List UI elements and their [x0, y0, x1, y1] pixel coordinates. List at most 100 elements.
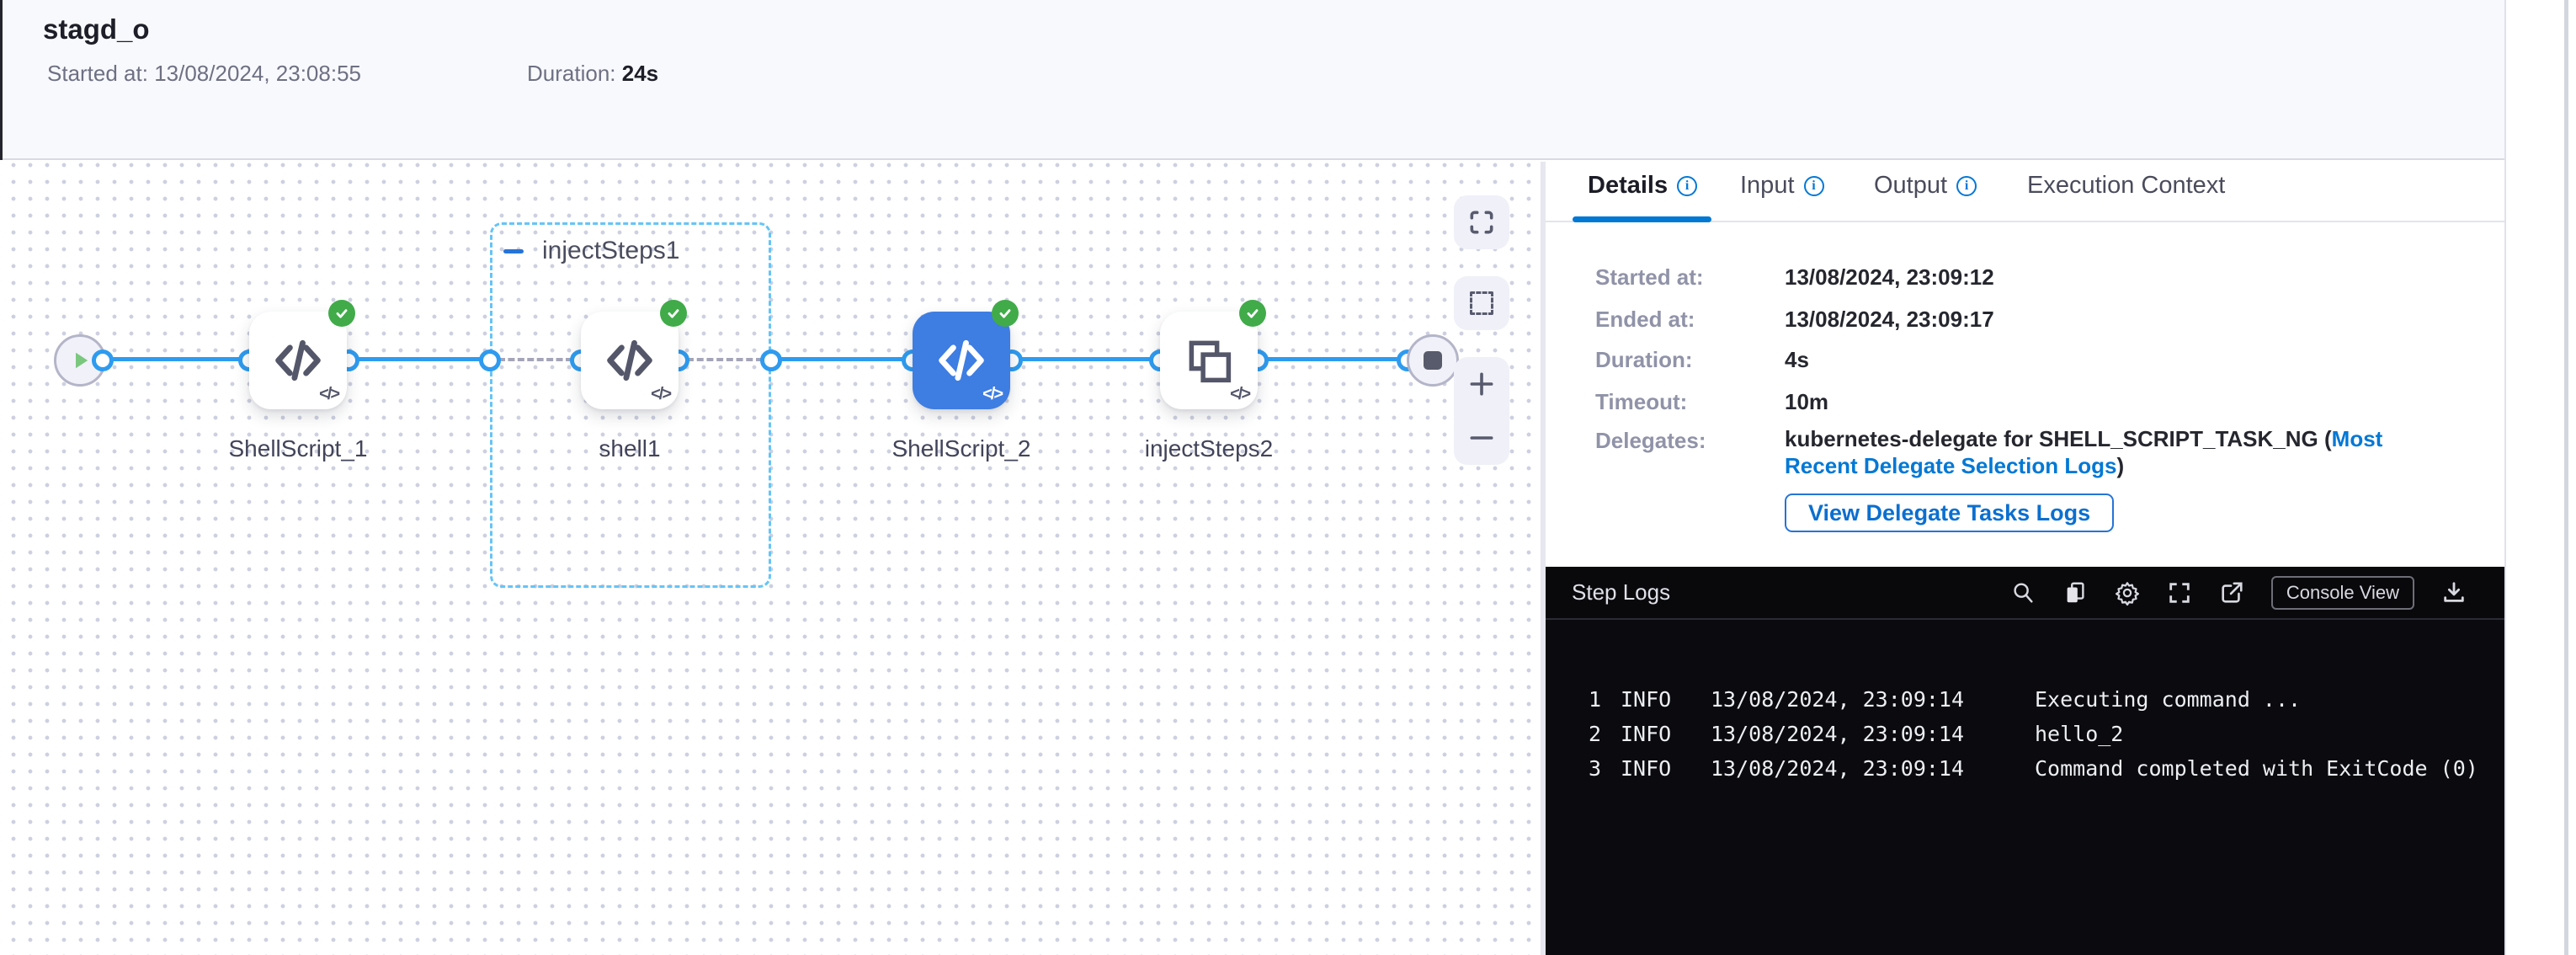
duration-value: 24s	[621, 61, 659, 86]
copy-icon[interactable]	[2062, 580, 2088, 606]
tab-execution-context[interactable]: Execution Context	[2027, 172, 2225, 200]
tab-output[interactable]: Output i	[1874, 172, 1977, 200]
ended-at-value: 13/08/2024, 23:09:17	[1785, 307, 1994, 332]
code-icon	[607, 339, 652, 381]
zoom-out-icon[interactable]	[1467, 424, 1496, 452]
edge-group-to-shell1	[498, 358, 572, 361]
marquee-select-icon	[1470, 291, 1493, 315]
search-icon[interactable]	[2010, 580, 2036, 606]
marquee-select-button[interactable]	[1454, 276, 1509, 330]
log-line: 3 INFO 13/08/2024, 23:09:14 Command comp…	[1546, 751, 2504, 786]
shell-script-type-icon: </>	[651, 385, 672, 403]
tab-details[interactable]: Details i	[1588, 172, 1698, 200]
log-lines: 1 INFO 13/08/2024, 23:09:14 Executing co…	[1546, 620, 2504, 786]
log-level: INFO	[1621, 756, 1672, 781]
tab-label: Details	[1588, 172, 1669, 199]
duration-label: Duration:	[527, 61, 616, 86]
edge-shell1-to-group	[687, 358, 763, 361]
log-level: INFO	[1621, 687, 1672, 712]
step-node-shellscript1[interactable]: </>	[249, 300, 355, 409]
shell-script-type-icon: </>	[982, 385, 1003, 403]
play-icon	[76, 352, 88, 369]
zoom-controls	[1454, 357, 1509, 465]
log-line-number: 3	[1588, 756, 1601, 781]
log-message: Executing command ...	[2035, 687, 2302, 712]
duration-label: Duration:	[1595, 347, 1693, 372]
console-view-button[interactable]: Console View	[2270, 575, 2414, 610]
info-icon[interactable]: i	[1677, 175, 1698, 196]
log-line: 1 INFO 13/08/2024, 23:09:14 Executing co…	[1546, 682, 2504, 717]
shell-script-type-icon: </>	[1230, 385, 1251, 403]
step-label: shell1	[599, 435, 661, 461]
started-label: Started at:	[47, 61, 148, 86]
shell-script-type-icon: </>	[319, 385, 340, 403]
step-node-shellscript2-selected[interactable]: </>	[913, 300, 1019, 409]
started-at-label: Started at:	[1595, 264, 1704, 290]
step-details-panel: Details i Input i Output i Execution Con…	[1546, 160, 2504, 955]
stage-started-at: Started at: 13/08/2024, 23:08:55	[47, 61, 361, 87]
timeout-label: Timeout:	[1595, 389, 1688, 414]
log-timestamp: 13/08/2024, 23:09:14	[1711, 756, 1965, 781]
log-level: INFO	[1621, 722, 1672, 746]
log-line-number: 1	[1588, 687, 1601, 712]
log-message: Command completed with ExitCode (0)	[2035, 756, 2478, 781]
end-node[interactable]	[1407, 334, 1459, 387]
step-logs-panel: Step Logs	[1546, 567, 2504, 955]
info-icon[interactable]: i	[1803, 175, 1824, 196]
fullscreen-icon[interactable]	[2167, 580, 2192, 606]
step-node-injectsteps2[interactable]: </>	[1160, 300, 1266, 409]
stage-title: stagd_o	[43, 13, 150, 45]
step-label: injectSteps2	[1144, 435, 1274, 461]
group-label: injectSteps1	[542, 237, 680, 264]
grouped-steps-icon	[1189, 340, 1232, 383]
gear-icon[interactable]	[2115, 580, 2140, 606]
success-check-icon	[328, 300, 355, 327]
port	[92, 349, 114, 371]
success-check-icon	[1239, 300, 1266, 327]
fit-view-button[interactable]	[1454, 195, 1509, 249]
scrollbar[interactable]	[2564, 0, 2568, 955]
duration-value: 4s	[1785, 347, 1809, 372]
tab-input[interactable]: Input i	[1740, 172, 1824, 200]
step-logs-title: Step Logs	[1572, 579, 1671, 605]
external-link-icon[interactable]	[2219, 580, 2244, 606]
log-line-number: 2	[1588, 722, 1601, 746]
started-at-value: 13/08/2024, 23:09:12	[1785, 264, 1994, 290]
ended-at-label: Ended at:	[1595, 307, 1695, 332]
edge-shellscript2-to-injectsteps2	[1012, 357, 1160, 361]
view-delegate-tasks-logs-button[interactable]: View Delegate Tasks Logs	[1785, 494, 2115, 532]
log-timestamp: 13/08/2024, 23:09:14	[1711, 687, 1965, 712]
success-check-icon	[992, 300, 1019, 327]
edge-group-to-shellscript2	[771, 357, 913, 361]
success-check-icon	[660, 300, 687, 327]
log-line: 2 INFO 13/08/2024, 23:09:14 hello_2	[1546, 717, 2504, 751]
collapse-group-icon[interactable]	[503, 248, 524, 253]
panel-divider	[1541, 162, 1546, 955]
step-logs-toolbar: Step Logs	[1546, 567, 2504, 620]
delegates-label: Delegates:	[1595, 428, 1706, 453]
download-icon[interactable]	[2441, 580, 2467, 606]
pipeline-canvas[interactable]: injectSteps1 </> ShellScrip	[0, 162, 1541, 955]
zoom-in-icon[interactable]	[1467, 370, 1496, 398]
right-gutter	[2504, 0, 2576, 955]
step-label: ShellScript_1	[228, 435, 368, 461]
edge-start-to-shellscript1	[101, 357, 249, 361]
delegate-selection-logs-link[interactable]: Most Recent Delegate Selection Logs	[1785, 426, 2383, 478]
delegates-text: kubernetes-delegate for SHELL_SCRIPT_TAS…	[1785, 426, 2332, 451]
tab-label: Output	[1874, 172, 1948, 199]
step-node-shell1[interactable]: </>	[581, 300, 687, 409]
edge-shellscript1-to-group	[349, 357, 490, 361]
step-label: ShellScript_2	[891, 435, 1031, 461]
fit-view-icon	[1470, 211, 1493, 234]
window-left-edge	[0, 0, 3, 160]
stage-duration: Duration: 24s	[527, 61, 658, 87]
code-icon	[275, 339, 321, 381]
details-tabs: Details i Input i Output i Execution Con…	[1546, 160, 2504, 222]
stage-header: stagd_o Started at: 13/08/2024, 23:08:55…	[0, 0, 2504, 160]
tab-label: Input	[1740, 172, 1795, 199]
step-group-injectsteps1[interactable]: injectSteps1	[490, 222, 771, 588]
edge-injectsteps2-to-end	[1258, 357, 1411, 361]
port	[479, 349, 501, 371]
info-icon[interactable]: i	[1956, 175, 1977, 196]
